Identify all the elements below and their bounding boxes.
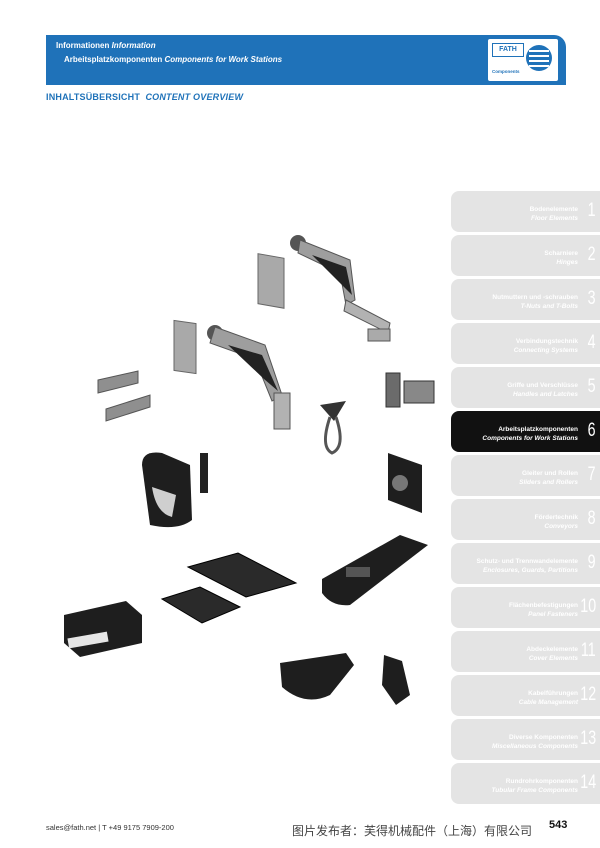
fath-logo: FATH Components xyxy=(488,39,558,81)
page-number: 543 xyxy=(549,819,568,831)
monitor-arm-lower xyxy=(173,319,291,430)
footer-contact: sales@fath.net | T +49 9175 7909-200 xyxy=(46,823,174,832)
globe-icon xyxy=(526,45,552,71)
handle-hook xyxy=(320,401,346,455)
header-info: Informationen Information xyxy=(56,41,156,50)
mounting-brackets xyxy=(385,372,435,408)
header-section: Arbeitsplatzkomponenten Components for W… xyxy=(64,55,283,64)
monitor-arm-upper xyxy=(257,235,391,342)
cable-holders xyxy=(280,653,410,705)
mounting-plate xyxy=(388,453,422,513)
storage-trays xyxy=(64,535,428,657)
profile-rails xyxy=(97,370,151,422)
logo-wordmark: FATH xyxy=(492,43,524,57)
product-illustration xyxy=(64,235,435,705)
cup-holder xyxy=(142,452,208,528)
page-title: INHALTSÜBERSICHT CONTENT OVERVIEW xyxy=(46,92,244,102)
footer-watermark: 图片发布者：芙得机械配件（上海）有限公司 xyxy=(292,824,533,838)
logo-subtitle: Components xyxy=(492,69,520,74)
header-banner: Informationen Information Arbeitsplatzko… xyxy=(46,35,566,85)
